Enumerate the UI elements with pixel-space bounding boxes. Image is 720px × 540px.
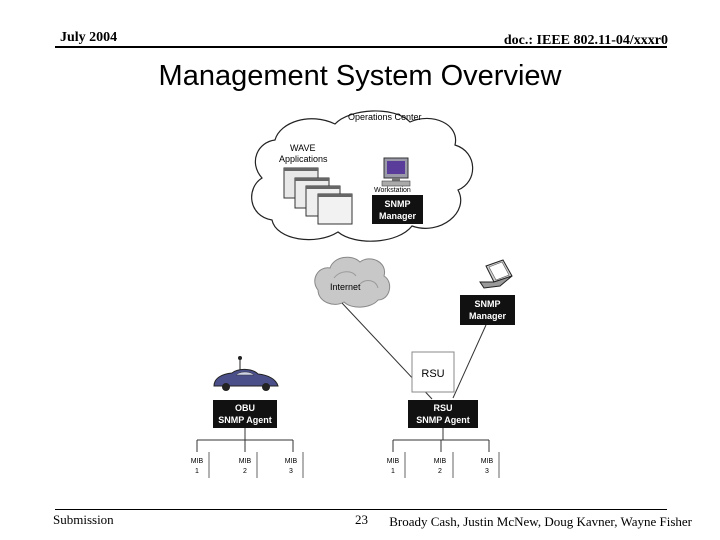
header-date: July 2004 [60,30,118,45]
header-doc-id: doc.: IEEE 802.11-04/xxxr0 [503,33,668,48]
wave-apps-label-1: WAVE [290,143,316,153]
application-windows-icon [283,167,353,225]
obu-agent-label-1: OBU [235,403,255,413]
obu-snmp-agent-box [213,400,277,428]
obu-agent-label-2: SNMP Agent [218,415,272,425]
obu-mib-2-name: MIB [239,458,252,465]
obu-mib-2-num: 2 [243,468,247,475]
snmp-manager-center-box [372,195,423,224]
rsu-snmp-agent-box [408,400,478,428]
snmp-manager-remote-label-1: SNMP [474,299,500,309]
laptop-icon [479,259,513,289]
manager-to-rsu-link [452,324,487,399]
internet-cloud-icon [314,256,391,308]
rsu-agent-label-2: SNMP Agent [416,415,470,425]
obu-mib-tree [196,428,294,452]
rsu-agent-label-1: RSU [433,403,452,413]
workstation-label: Workstation [374,187,411,194]
rsu-device [411,351,455,393]
footer-page-number: 23 [355,512,368,527]
rsu-mib-2-name: MIB [434,458,447,465]
obu-mib-1-num: 1 [195,468,199,475]
wave-apps-label-2: Applications [279,154,328,164]
snmp-manager-center-label-1: SNMP [384,199,410,209]
footer-authors: Broady Cash, Justin McNew, Doug Kavner, … [389,514,692,529]
operations-center-label: Operations Center [348,112,422,122]
rsu-device-label: RSU [421,368,444,380]
footer-submission: Submission [53,512,114,527]
obu-mib-1-name: MIB [191,458,204,465]
obu-mib-3-name: MIB [285,458,298,465]
slide-title: Management System Overview [158,60,562,92]
rsu-mib-tree [392,428,490,452]
internet-label: Internet [330,282,361,292]
rsu-mib-1-num: 1 [391,468,395,475]
car-icon [213,356,279,391]
obu-mib-3-num: 3 [289,468,293,475]
footer-divider [55,509,667,510]
header-divider [55,46,667,48]
snmp-manager-center-label-2: Manager [379,211,417,221]
rsu-mib-3-name: MIB [481,458,494,465]
workstation-icon [381,157,411,187]
rsu-mib-1-name: MIB [387,458,400,465]
rsu-mib-2-num: 2 [438,468,442,475]
snmp-manager-remote-box [460,295,515,325]
snmp-manager-remote-label-2: Manager [469,311,507,321]
rsu-mib-3-num: 3 [485,468,489,475]
